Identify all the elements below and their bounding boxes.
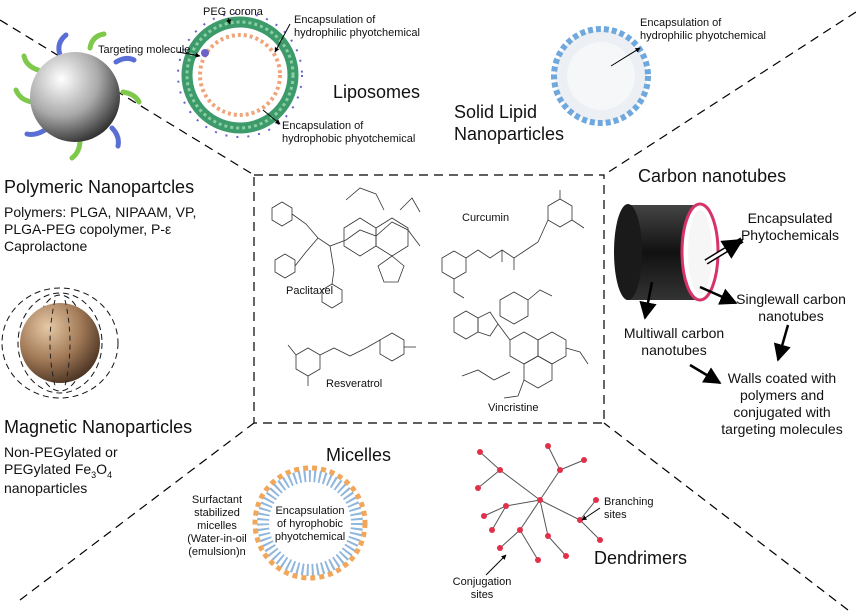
polymeric-graphic xyxy=(13,31,142,161)
surfactant-line2: stabilized xyxy=(194,507,240,519)
diagonal-top-left xyxy=(0,19,255,176)
magnetic-desc-line2: PEGylated Fe3O4 xyxy=(4,461,112,480)
multiwall-line1: Multiwall carbon xyxy=(623,325,725,341)
walls-line3: conjugated with xyxy=(733,404,831,420)
walls-line4: targeting molecules xyxy=(721,421,843,437)
curcumin-label: Curcumin xyxy=(462,212,510,224)
diagonal-bottom-left xyxy=(19,422,255,601)
paclitaxel-label: Paclitaxel xyxy=(286,285,334,297)
liposome-leaders xyxy=(177,17,291,125)
carbon-title: Carbon nanotubes xyxy=(638,166,787,186)
polymeric-desc-line2: PLGA-PEG copolymer, P-ε xyxy=(4,221,172,237)
nanotube-graphic xyxy=(614,202,720,302)
paclitaxel-structure xyxy=(271,187,421,309)
nanotube-arrows xyxy=(639,237,791,385)
polymeric-desc-line1: Polymers: PLGA, NIPAAM, VP, xyxy=(4,204,197,220)
dashed-frame xyxy=(0,11,856,611)
sln-encap-line2: hydrophilic phyotchemical xyxy=(640,30,766,42)
subscript-3: 3 xyxy=(91,469,97,480)
conjugation-line1: Conjugation xyxy=(452,576,512,588)
diagonal-bottom-right xyxy=(603,422,849,611)
micelle-encap-line2: of hyrophobic xyxy=(276,518,344,530)
branching-line2: sites xyxy=(604,509,627,521)
peg-corona-label: PEG corona xyxy=(203,6,263,18)
surfactant-line3: micelles xyxy=(197,520,237,532)
magnetic-desc-line3: nanoparticles xyxy=(4,480,88,496)
polymeric-title: Polymeric Nanopartcles xyxy=(4,177,195,197)
vincristine-structure xyxy=(453,289,589,399)
sln-title-line1: Solid Lipid xyxy=(454,102,538,122)
magnetic-title: Magnetic Nanoparticles xyxy=(4,417,193,437)
sln-title-line2: Nanoparticles xyxy=(454,124,565,144)
dendrimer-graphic xyxy=(475,443,603,576)
polymeric-desc-line3: Caprolactone xyxy=(4,238,88,254)
center-box xyxy=(253,174,605,424)
lipo-hydrophilic-line1: Encapsulation of xyxy=(294,14,376,26)
magnetic-graphic xyxy=(1,287,119,399)
lipo-hydrophobic-line1: Encapsulation of xyxy=(282,120,364,132)
walls-line1: Walls coated with xyxy=(727,370,837,386)
sln-graphic xyxy=(551,26,651,126)
micelles-title: Micelles xyxy=(326,445,392,465)
vincristine-label: Vincristine xyxy=(488,402,539,414)
multiwall-line2: nanotubes xyxy=(641,342,707,358)
targeting-molecule-icon xyxy=(201,49,209,57)
encapsulated-line2: Phytochemicals xyxy=(740,227,840,243)
singlewall-line2: nanotubes xyxy=(758,308,824,324)
fe-text: PEGylated Fe xyxy=(4,461,92,477)
diagonal-top-right xyxy=(603,11,856,176)
encapsulated-line1: Encapsulated xyxy=(747,210,833,226)
subscript-4: 4 xyxy=(107,469,113,480)
curcumin-structure xyxy=(441,190,585,299)
liposomes-title: Liposomes xyxy=(333,82,421,102)
micelle-graphic xyxy=(252,465,368,581)
resveratrol-label: Resveratrol xyxy=(326,378,383,390)
lipo-hydrophilic-line2: hydrophilic phyotchemical xyxy=(294,27,420,39)
lipo-hydrophobic-line2: hydrophobic phyotchemical xyxy=(282,133,416,145)
surfactant-line4: (Water-in-oil xyxy=(187,533,247,545)
walls-line2: polymers and xyxy=(739,387,825,403)
sln-encap-line1: Encapsulation of xyxy=(640,17,722,29)
surfactant-line1: Surfactant xyxy=(191,494,243,506)
singlewall-line1: Singlewall carbon xyxy=(736,291,846,307)
micelle-encap-line3: phyotchemical xyxy=(274,531,346,543)
micelle-encap-line1: Encapsulation xyxy=(275,505,345,517)
o-text: O xyxy=(96,461,108,477)
liposome-graphic xyxy=(177,12,303,138)
magnetic-desc-line1: Non-PEGylated or xyxy=(4,444,118,460)
surfactant-line5: (emulsion)n xyxy=(188,546,246,558)
branching-line1: Branching xyxy=(604,496,654,508)
dendrimers-title: Dendrimers xyxy=(594,548,688,568)
conjugation-line2: sites xyxy=(470,589,494,601)
resveratrol-structure xyxy=(287,332,416,386)
targeting-molecule-label: Targeting molecule xyxy=(98,44,191,56)
